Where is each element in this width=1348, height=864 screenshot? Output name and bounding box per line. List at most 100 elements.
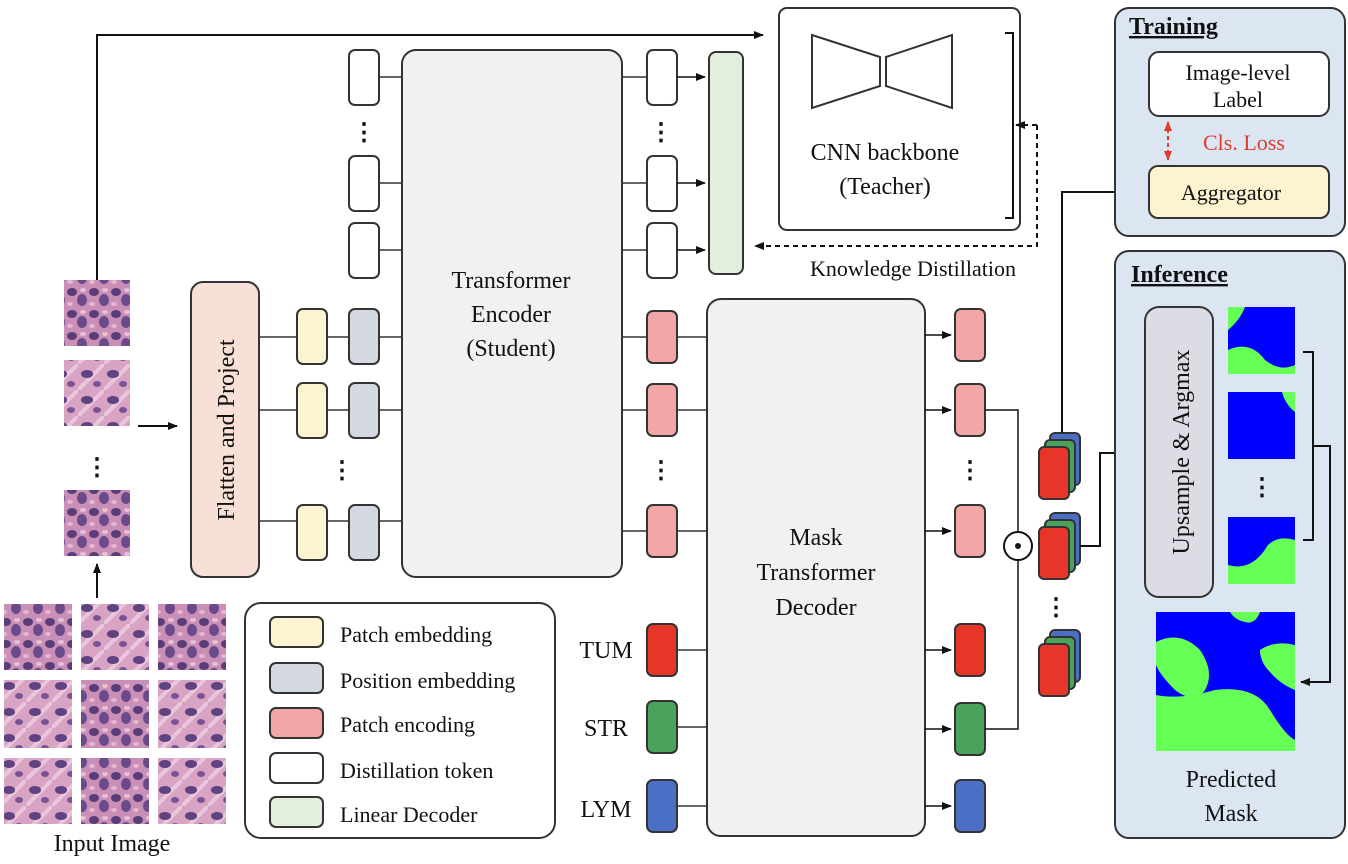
flatten-project-label: Flatten and Project bbox=[214, 339, 240, 521]
patch-embeddings bbox=[296, 308, 328, 561]
to-linear-decoder-arrows bbox=[677, 73, 706, 254]
decoder-label-line1: Mask bbox=[789, 525, 842, 551]
patch-encoding-out bbox=[954, 308, 986, 362]
thumbs-to-predicted-arrow bbox=[1300, 445, 1331, 686]
class-mask-thumb bbox=[1228, 517, 1295, 584]
grid-tile bbox=[81, 680, 149, 748]
legend: Patch embedding Position embedding Patch… bbox=[269, 616, 515, 828]
encoder-label-line3: (Student) bbox=[466, 336, 555, 362]
class-embedding-str-out bbox=[954, 702, 986, 756]
distill-out-connectors bbox=[622, 76, 647, 251]
image-level-label-line1: Image-level bbox=[1185, 60, 1290, 85]
legend-label: Distillation token bbox=[340, 758, 493, 783]
legend-swatch-distillation-token bbox=[269, 752, 324, 784]
upsample-argmax-box bbox=[1144, 306, 1214, 598]
input-image-label: Input Image bbox=[54, 831, 171, 857]
class-label-lym: LYM bbox=[581, 797, 632, 823]
input-to-teacher-arrow bbox=[96, 31, 764, 280]
distill-in-ellipsis: ⋮ bbox=[352, 120, 376, 146]
distillation-token bbox=[646, 155, 678, 212]
encodings-to-product-line bbox=[985, 409, 1019, 532]
distillation-tokens-in bbox=[348, 49, 380, 279]
decoder-out-ellipsis: ⋮ bbox=[958, 458, 982, 484]
patch-encoding-token bbox=[646, 310, 678, 364]
decoder-label-line3: Decoder bbox=[775, 595, 856, 621]
class-token-str bbox=[646, 700, 678, 754]
patch-embedding-token bbox=[296, 504, 328, 561]
patch-ellipsis: ⋮ bbox=[85, 455, 109, 481]
flatten-project-box bbox=[190, 281, 260, 578]
mask-transformer-decoder-box bbox=[706, 298, 926, 837]
knowledge-distillation-label: Knowledge Distillation bbox=[810, 256, 1016, 281]
encoding-in-ellipsis: ⋮ bbox=[649, 458, 673, 484]
patch-embedding-token bbox=[296, 382, 328, 439]
mask-stack bbox=[1038, 512, 1081, 580]
grid-tile bbox=[158, 680, 226, 748]
decoder-label-line2: Transformer bbox=[756, 560, 875, 586]
distill-out-ellipsis: ⋮ bbox=[649, 120, 673, 146]
grid-tile bbox=[158, 758, 226, 824]
class-embedding-lym-out bbox=[954, 779, 986, 833]
patch-encoding-out bbox=[954, 383, 986, 437]
patch-encoding-token bbox=[646, 504, 678, 558]
class-mask-thumb bbox=[1228, 392, 1295, 459]
input-image-grid bbox=[4, 604, 226, 824]
linear-decoder-box bbox=[708, 51, 744, 275]
aggregator-box bbox=[1148, 165, 1330, 219]
legend-label: Linear Decoder bbox=[340, 802, 478, 827]
kd-dashed-arrow bbox=[754, 125, 1038, 250]
predicted-mask-image bbox=[1156, 612, 1295, 751]
position-embedding-token bbox=[348, 382, 380, 439]
class-mask-thumb bbox=[1228, 307, 1295, 374]
encoder-trapezoid-icon bbox=[811, 33, 881, 110]
patch-thumb bbox=[64, 490, 130, 556]
input-patches: ⋮ bbox=[64, 280, 130, 556]
teacher-label-line2: (Teacher) bbox=[839, 174, 931, 200]
patch-encoding-token bbox=[646, 383, 678, 437]
teacher-bracket bbox=[1005, 32, 1014, 219]
legend-swatch-linear-decoder bbox=[269, 796, 324, 828]
patch-thumb bbox=[64, 280, 130, 346]
position-embedding-token bbox=[348, 308, 380, 365]
distillation-tokens-out bbox=[646, 49, 678, 279]
legend-swatch-patch-embedding bbox=[269, 616, 324, 648]
class-token-lym bbox=[646, 779, 678, 833]
transformer-encoder-box bbox=[401, 49, 623, 578]
grid-tile bbox=[4, 758, 72, 824]
legend-swatch-position-embedding bbox=[269, 662, 324, 694]
predicted-mask-line1: Predicted bbox=[1186, 767, 1277, 793]
aggregator-label: Aggregator bbox=[1181, 180, 1282, 205]
decoder-trapezoid-icon bbox=[885, 33, 953, 110]
distillation-token bbox=[646, 49, 678, 106]
image-level-label-box bbox=[1148, 51, 1330, 117]
mask-stack bbox=[1038, 432, 1081, 500]
patch-encodings-in bbox=[646, 310, 678, 558]
decoder-outputs bbox=[954, 308, 986, 833]
grid-tile bbox=[81, 758, 149, 824]
embedding-connectors bbox=[259, 76, 402, 522]
distillation-token bbox=[348, 222, 380, 279]
position-embeddings bbox=[348, 308, 380, 561]
encoder-label-line2: Encoder bbox=[471, 302, 551, 328]
encoder-label-line1: Transformer bbox=[451, 268, 570, 294]
grid-tile bbox=[158, 604, 226, 670]
cls-loss-label: Cls. Loss bbox=[1203, 130, 1285, 155]
legend-swatch-patch-encoding bbox=[269, 707, 324, 739]
legend-label: Position embedding bbox=[340, 668, 515, 693]
mask-stack-ellipsis: ⋮ bbox=[1044, 595, 1068, 621]
classes-to-product-line bbox=[985, 560, 1019, 730]
distillation-token bbox=[348, 155, 380, 212]
inference-title: Inference bbox=[1131, 262, 1228, 288]
distillation-token bbox=[646, 222, 678, 279]
training-title: Training bbox=[1129, 14, 1218, 40]
class-label-tum: TUM bbox=[579, 638, 632, 664]
class-label-str: STR bbox=[584, 716, 628, 742]
legend-label: Patch encoding bbox=[340, 712, 475, 737]
patch-thumb bbox=[64, 360, 130, 426]
dot-product-center bbox=[1015, 543, 1021, 549]
grid-tile bbox=[4, 680, 72, 748]
embedding-ellipsis: ⋮ bbox=[330, 458, 354, 484]
teacher-label-line1: CNN backbone bbox=[811, 140, 960, 166]
image-level-label-line2: Label bbox=[1213, 87, 1263, 112]
